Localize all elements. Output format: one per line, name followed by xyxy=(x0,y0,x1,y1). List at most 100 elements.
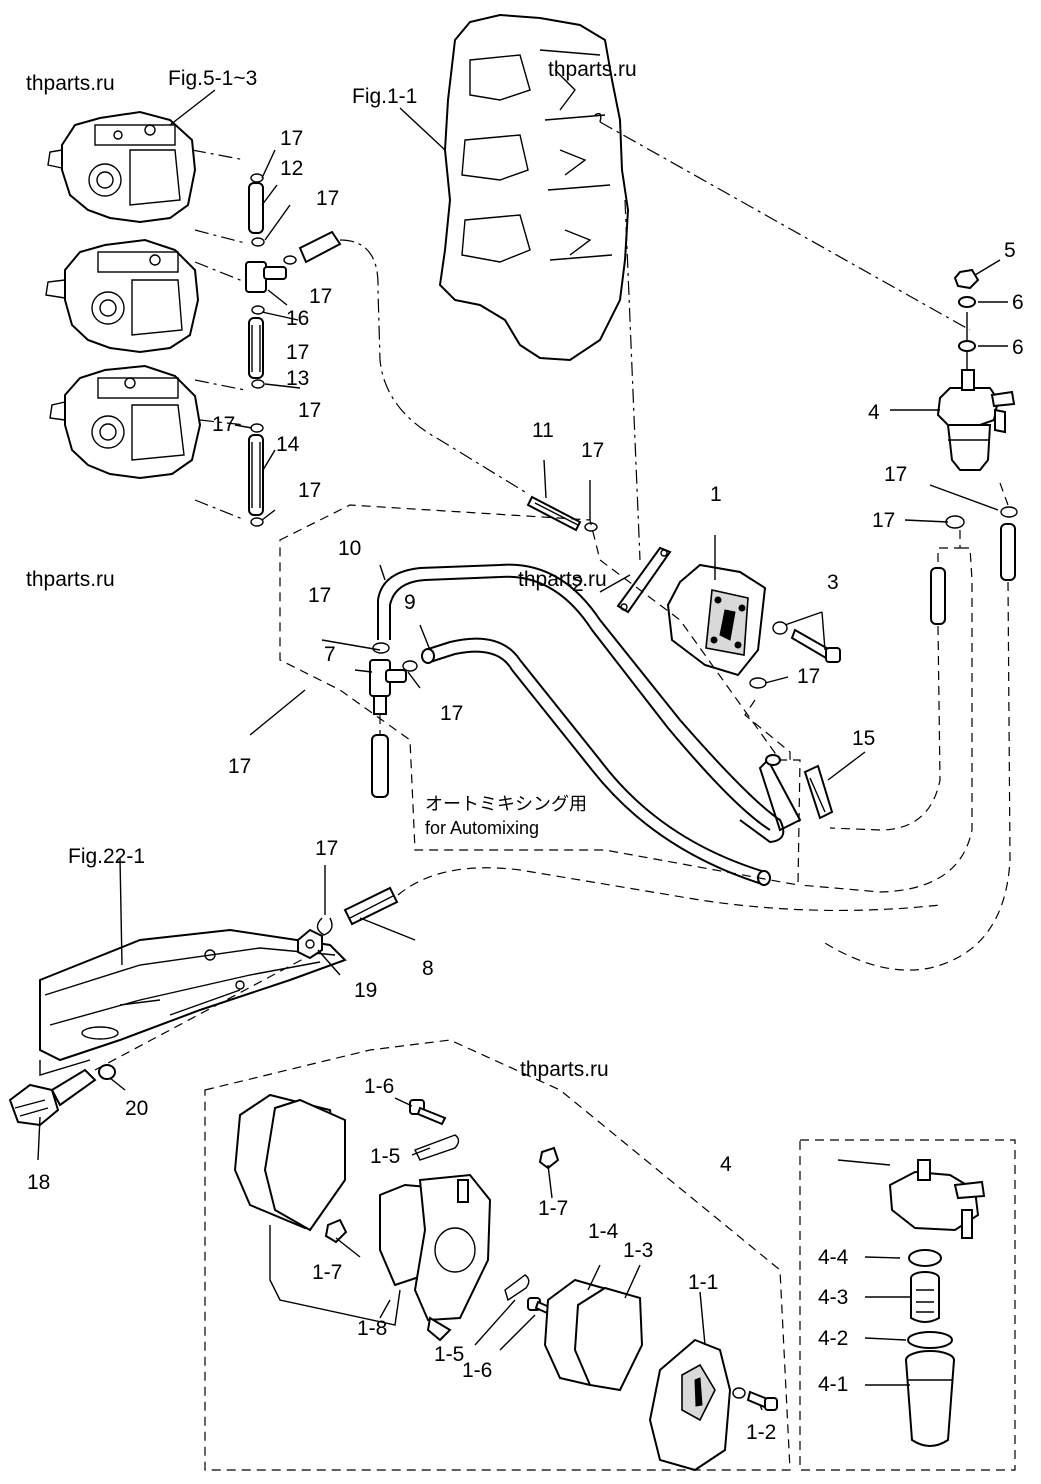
part-label: 17 xyxy=(884,463,908,486)
nut-1-7-left xyxy=(324,1218,348,1244)
diaphragm-1-3 xyxy=(573,1286,644,1392)
part-label: 4-3 xyxy=(818,1286,849,1309)
hose-13 xyxy=(248,317,264,379)
part-label: 6 xyxy=(1012,291,1024,314)
part-label: 9 xyxy=(404,591,416,614)
part-label: 1-5 xyxy=(370,1145,401,1168)
oring-4-2 xyxy=(907,1331,953,1349)
part-label: 6 xyxy=(1012,336,1024,359)
pump-cover-1-8 xyxy=(233,1093,346,1232)
engine-block xyxy=(438,13,630,362)
figure-ref-carburetors: Fig.5-1~3 xyxy=(168,67,258,90)
part-label: 2 xyxy=(572,573,584,596)
bowl-4-1 xyxy=(905,1350,955,1447)
hose-filter-left xyxy=(930,567,946,625)
watermark-text: thparts.ru xyxy=(518,568,607,591)
hose-10-end xyxy=(758,754,802,832)
hose-12 xyxy=(248,182,264,234)
fuel-pump-1 xyxy=(666,563,767,677)
part-label: 13 xyxy=(286,367,310,390)
part-label: 17 xyxy=(308,584,332,607)
part-label: 8 xyxy=(422,957,434,980)
hose-9 xyxy=(421,637,771,886)
part-label: 17 xyxy=(228,755,252,778)
hose-8 xyxy=(343,886,399,926)
part-label: 17 xyxy=(872,509,896,532)
clip-1-5-bottom xyxy=(504,1274,530,1302)
clip-1-5-top xyxy=(414,1134,460,1161)
automixing-note: オートミキシング用 for Automixing xyxy=(425,792,587,841)
part-label: 1-6 xyxy=(462,1359,493,1382)
part-label: 17 xyxy=(212,413,236,436)
part-label: 4-4 xyxy=(818,1246,849,1269)
part-label: 12 xyxy=(280,157,304,180)
part-label: 7 xyxy=(324,643,336,666)
bolt-3 xyxy=(772,621,841,663)
part-label: 17 xyxy=(309,285,333,308)
part-label: 4-1 xyxy=(818,1373,849,1396)
figure-ref-engine-block: Fig.1-1 xyxy=(352,85,418,108)
connector-18 xyxy=(8,1068,97,1127)
part-label: 1-5 xyxy=(434,1343,465,1366)
automixing-note-english: for Automixing xyxy=(425,818,540,839)
nut-19 xyxy=(297,928,323,960)
part-label: 1-7 xyxy=(312,1261,343,1284)
watermark-text: thparts.ru xyxy=(548,58,637,81)
screw-1-2 xyxy=(732,1387,778,1411)
part-label: 4 xyxy=(868,401,880,424)
pump-base-1-1 xyxy=(648,1338,732,1472)
fuel-filter-4 xyxy=(936,369,1016,471)
tee-7 xyxy=(369,659,407,715)
part-label: 4-2 xyxy=(818,1327,849,1350)
part-label: 17 xyxy=(440,702,464,725)
carburetor-bottom xyxy=(49,364,202,480)
part-label: 17 xyxy=(797,665,821,688)
part-label: 17 xyxy=(298,479,322,502)
automixing-note-japanese: オートミキシング用 xyxy=(425,794,587,814)
part-label: 17 xyxy=(315,837,339,860)
part-label: 18 xyxy=(27,1171,51,1194)
part-label: 20 xyxy=(125,1097,149,1120)
carburetor-top xyxy=(47,110,197,224)
bracket-2 xyxy=(616,546,672,614)
part-label: 17 xyxy=(286,341,310,364)
part-label: 4 xyxy=(720,1153,732,1176)
part-label: 1-1 xyxy=(688,1271,719,1294)
watermark-text: thparts.ru xyxy=(520,1058,609,1081)
part-label: 3 xyxy=(827,571,839,594)
oring-20 xyxy=(98,1064,116,1080)
watermark-text: thparts.ru xyxy=(26,568,115,591)
washer-6-upper xyxy=(958,296,976,308)
nut-1-7-right xyxy=(538,1146,560,1170)
part-label: 17 xyxy=(298,399,322,422)
part-label: 5 xyxy=(1004,239,1016,262)
part-label: 19 xyxy=(354,979,378,1002)
hose-14 xyxy=(248,434,264,516)
clip-17-hose8 xyxy=(316,917,333,936)
nut-5 xyxy=(953,268,980,290)
watermark-text: thparts.ru xyxy=(26,72,115,95)
part-label: 11 xyxy=(532,419,554,442)
filter-head-detail xyxy=(888,1159,986,1239)
part-label: 1-3 xyxy=(623,1239,654,1262)
carburetor-middle xyxy=(45,238,200,354)
hose-11 xyxy=(526,495,582,532)
part-label: 1-6 xyxy=(364,1075,395,1098)
element-4-3 xyxy=(910,1271,940,1323)
hose-tee-outlet xyxy=(298,230,342,264)
part-label: 17 xyxy=(581,439,605,462)
figure-ref-bottom-cowling: Fig.22-1 xyxy=(68,845,146,868)
part-label: 1-2 xyxy=(746,1421,777,1444)
screw-1-6-top xyxy=(409,1099,447,1126)
leader-lines xyxy=(37,89,1008,1411)
hose-below-tee-7 xyxy=(371,734,389,798)
hose-filter-right xyxy=(1000,523,1016,581)
part-label: 10 xyxy=(338,537,362,560)
part-label: 17 xyxy=(316,187,340,210)
part-label: 14 xyxy=(276,433,300,456)
hose-10 xyxy=(377,563,785,844)
part-label: 1-4 xyxy=(588,1220,619,1243)
part-label: 1-8 xyxy=(357,1317,388,1340)
washer-6-lower xyxy=(958,340,976,352)
